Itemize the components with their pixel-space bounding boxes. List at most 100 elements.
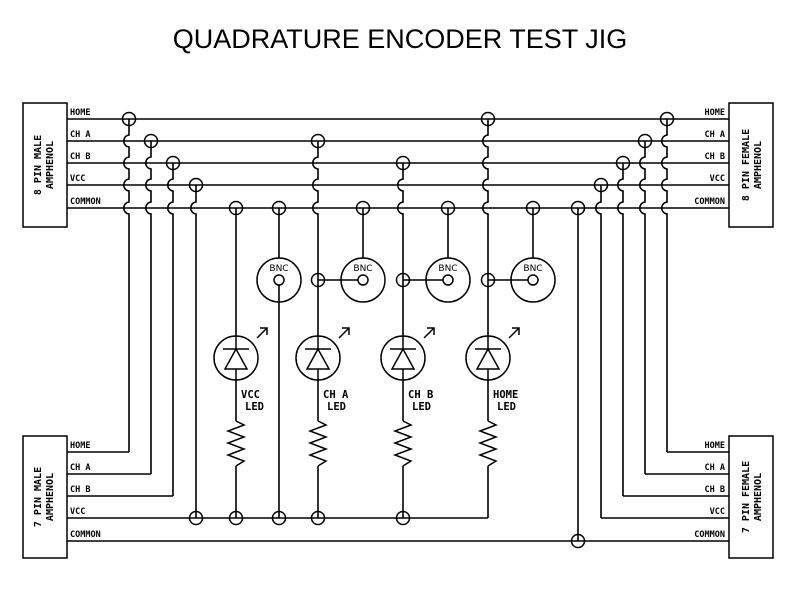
pin-label: CH B: [705, 152, 725, 162]
vertical-wire: [311, 141, 319, 336]
pin-label: COMMON: [694, 530, 725, 540]
junction-dot: [440, 200, 456, 216]
junction-dot: [310, 133, 326, 149]
junction-dot: [228, 510, 244, 526]
bnc-pin: [273, 274, 285, 286]
pin-label: HOME: [70, 108, 90, 118]
junction-dot: [143, 133, 159, 149]
led-label: CH B: [408, 389, 433, 401]
pin-label: HOME: [70, 441, 90, 451]
junction-dot: [395, 510, 411, 526]
resistors: [225, 420, 499, 467]
connector-label-line2: AMPHENOL: [45, 141, 56, 189]
junction-dot: [570, 533, 586, 549]
pin-label: VCC: [710, 507, 725, 517]
junction-dot: [525, 200, 541, 216]
connector-label-line2: AMPHENOL: [45, 473, 56, 521]
junction-dot: [395, 155, 411, 171]
led-label: CH A: [323, 389, 349, 401]
junction-dot: [659, 111, 675, 127]
pin-label: VCC: [70, 174, 85, 184]
led-label: LED: [327, 401, 346, 413]
connector-label-line1: 7 PIN FEMALE: [741, 461, 752, 533]
led-triangle: [223, 347, 249, 370]
connector-label-line1: 8 PIN MALE: [33, 135, 44, 195]
pin-label: VCC: [70, 507, 85, 517]
pin-label: CH A: [70, 130, 90, 140]
vertical-wire: [660, 119, 668, 452]
led-label: LED: [245, 401, 264, 413]
bnc-pin: [527, 274, 539, 286]
bnc-outer: [425, 257, 471, 303]
resistor-zigzag: [477, 420, 499, 467]
light-arrow-icon: [423, 327, 435, 339]
led-triangle: [390, 347, 416, 370]
junction-dot: [480, 272, 496, 288]
junction-dot: [395, 272, 411, 288]
light-arrow-icon: [338, 327, 350, 339]
bnc-label: BNC: [353, 264, 372, 274]
pin-label: HOME: [705, 441, 725, 451]
light-arrow-icon: [256, 327, 268, 339]
resistor: [477, 420, 499, 467]
junctions: [121, 111, 675, 549]
resistor: [307, 420, 329, 467]
led-triangle: [475, 347, 501, 370]
vertical-wire: [122, 119, 130, 452]
vertical-wire: [616, 163, 624, 496]
pin-label: HOME: [705, 108, 725, 118]
bnc-connector: BNC: [340, 257, 386, 303]
resistor: [392, 420, 414, 467]
diagram-title: QUADRATURE ENCODER TEST JIG: [172, 24, 628, 54]
connector-label-line1: 7 PIN MALE: [33, 467, 44, 527]
bnc-pin: [442, 274, 454, 286]
resistor-zigzag: [307, 420, 329, 467]
junction-dot: [637, 133, 653, 149]
connector-box: [728, 435, 774, 559]
vertical-wire: [144, 141, 152, 474]
connector-7pin-female: 7 PIN FEMALE AMPHENOL: [728, 435, 774, 559]
connector-8pin-male: 8 PIN MALE AMPHENOL: [22, 102, 68, 228]
led-label: VCC: [241, 389, 260, 401]
bnc-outer: [340, 257, 386, 303]
led-triangle: [305, 347, 331, 370]
pin-label: VCC: [710, 174, 725, 184]
bnc-connector: BNC: [510, 257, 556, 303]
pin-label: COMMON: [70, 197, 101, 207]
junction-dot: [188, 510, 204, 526]
pin-label: CH B: [70, 485, 90, 495]
connector-7pin-male: 7 PIN MALE AMPHENOL: [22, 435, 68, 559]
led-label: LED: [497, 401, 516, 413]
bnc-label: BNC: [438, 264, 457, 274]
connector-label-line1: 8 PIN FEMALE: [741, 129, 752, 201]
vertical-wire: [396, 163, 404, 336]
pin-label: COMMON: [694, 197, 725, 207]
bnc-outer: [256, 257, 302, 303]
pin-label: COMMON: [70, 530, 101, 540]
bnc-connectors: BNC BNC BNC BNC: [256, 257, 556, 303]
junction-dot: [188, 177, 204, 193]
resistor: [225, 420, 247, 467]
vertical-wire: [166, 163, 174, 496]
pin-label: CH A: [70, 463, 90, 473]
junction-dot: [310, 272, 326, 288]
vertical-wire: [481, 119, 489, 336]
led-label: HOME: [493, 389, 518, 401]
connector-box: [22, 435, 68, 559]
vertical-wire: [594, 185, 602, 518]
bnc-label: BNC: [269, 264, 288, 274]
led-label: LED: [412, 401, 431, 413]
pin-label: CH B: [70, 152, 90, 162]
vertical-wire: [189, 185, 197, 518]
bnc-pin: [357, 274, 369, 286]
bnc-connector: BNC: [425, 257, 471, 303]
pin-label: CH B: [705, 485, 725, 495]
connector-box: [22, 102, 68, 228]
connector-label-line2: AMPHENOL: [753, 141, 764, 189]
